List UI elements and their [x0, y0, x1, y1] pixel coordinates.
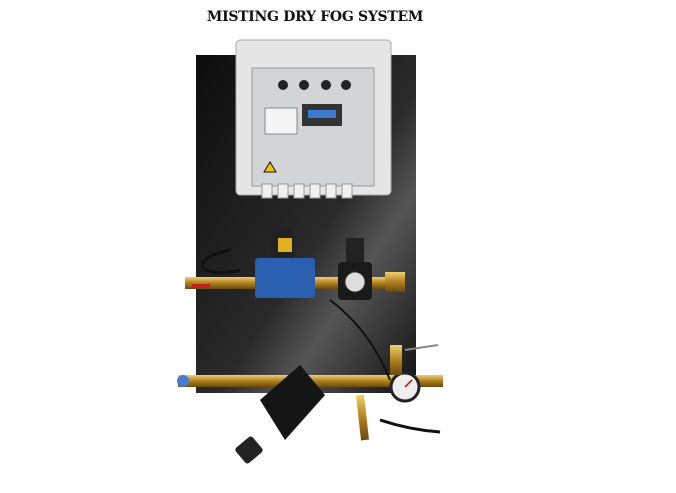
control-box — [235, 39, 392, 199]
upper-pipeline — [185, 228, 405, 300]
lower-pipeline — [177, 299, 443, 464]
page-title: MISTING DRY FOG SYSTEM — [206, 9, 424, 25]
